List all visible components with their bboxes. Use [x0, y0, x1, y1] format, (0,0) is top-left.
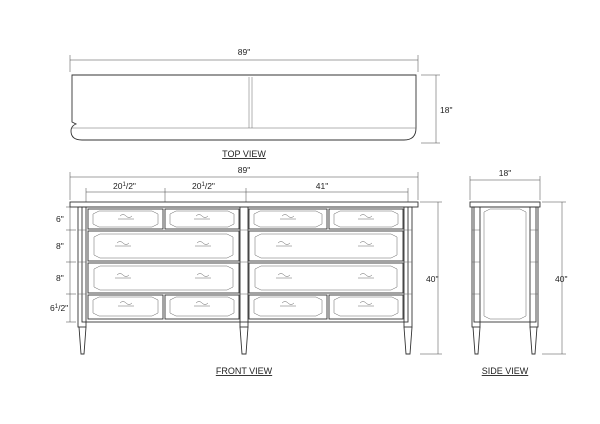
drawer-row-4 — [87, 294, 404, 320]
side-legs — [471, 206, 539, 355]
top-view: 89" 18" TOP VIEW — [69, 47, 452, 159]
front-drawers — [87, 208, 404, 320]
front-legs — [77, 206, 413, 355]
top-view-width-label: 89" — [238, 47, 250, 57]
top-view-depth-dimension: 18" — [421, 74, 452, 144]
drawer-row-3 — [87, 262, 404, 294]
side-view-title: SIDE VIEW — [482, 366, 529, 376]
drawer-handles — [115, 214, 374, 307]
top-view-width-dimension: 89" — [69, 47, 419, 72]
row-height-2: 8" — [56, 241, 64, 251]
side-view-height-dimension: 40" — [542, 201, 567, 355]
side-view-depth-label: 18" — [499, 168, 511, 178]
top-view-outline — [70, 74, 417, 141]
front-view-title: FRONT VIEW — [216, 366, 273, 376]
drawer-width-left-1: 201/2" — [113, 181, 136, 191]
row-height-4: 61/2" — [50, 303, 68, 313]
front-view-width-dimension: 89" — [69, 165, 419, 200]
drawer-width-right: 41" — [316, 181, 328, 191]
row-height-1: 6" — [56, 214, 64, 224]
top-view-title: TOP VIEW — [222, 149, 266, 159]
front-row-height-dimensions: 6" 8" 8" 61/2" — [50, 206, 76, 323]
side-view: 18" 40" SIDE VIEW — [469, 168, 567, 376]
top-view-depth-label: 18" — [440, 105, 452, 115]
side-panel — [483, 208, 527, 320]
front-height-dimension: 40" — [420, 201, 442, 355]
drawer-row-2 — [87, 230, 404, 262]
front-case — [81, 206, 409, 323]
front-view-width-label: 89" — [238, 165, 250, 175]
front-view: 89" 201/2" 201/2" 41" — [50, 165, 442, 376]
side-view-height-label: 40" — [555, 274, 567, 284]
side-top-slab — [469, 201, 541, 208]
side-case — [473, 206, 537, 323]
front-top-slab — [69, 201, 419, 208]
row-height-3: 8" — [56, 273, 64, 283]
drawer-row-1 — [87, 208, 404, 230]
drawer-width-left-2: 201/2" — [192, 181, 215, 191]
side-view-depth-dimension: 18" — [469, 168, 541, 200]
front-view-drawer-width-dimensions: 201/2" 201/2" 41" — [85, 181, 409, 202]
front-view-height-label: 40" — [426, 274, 438, 284]
